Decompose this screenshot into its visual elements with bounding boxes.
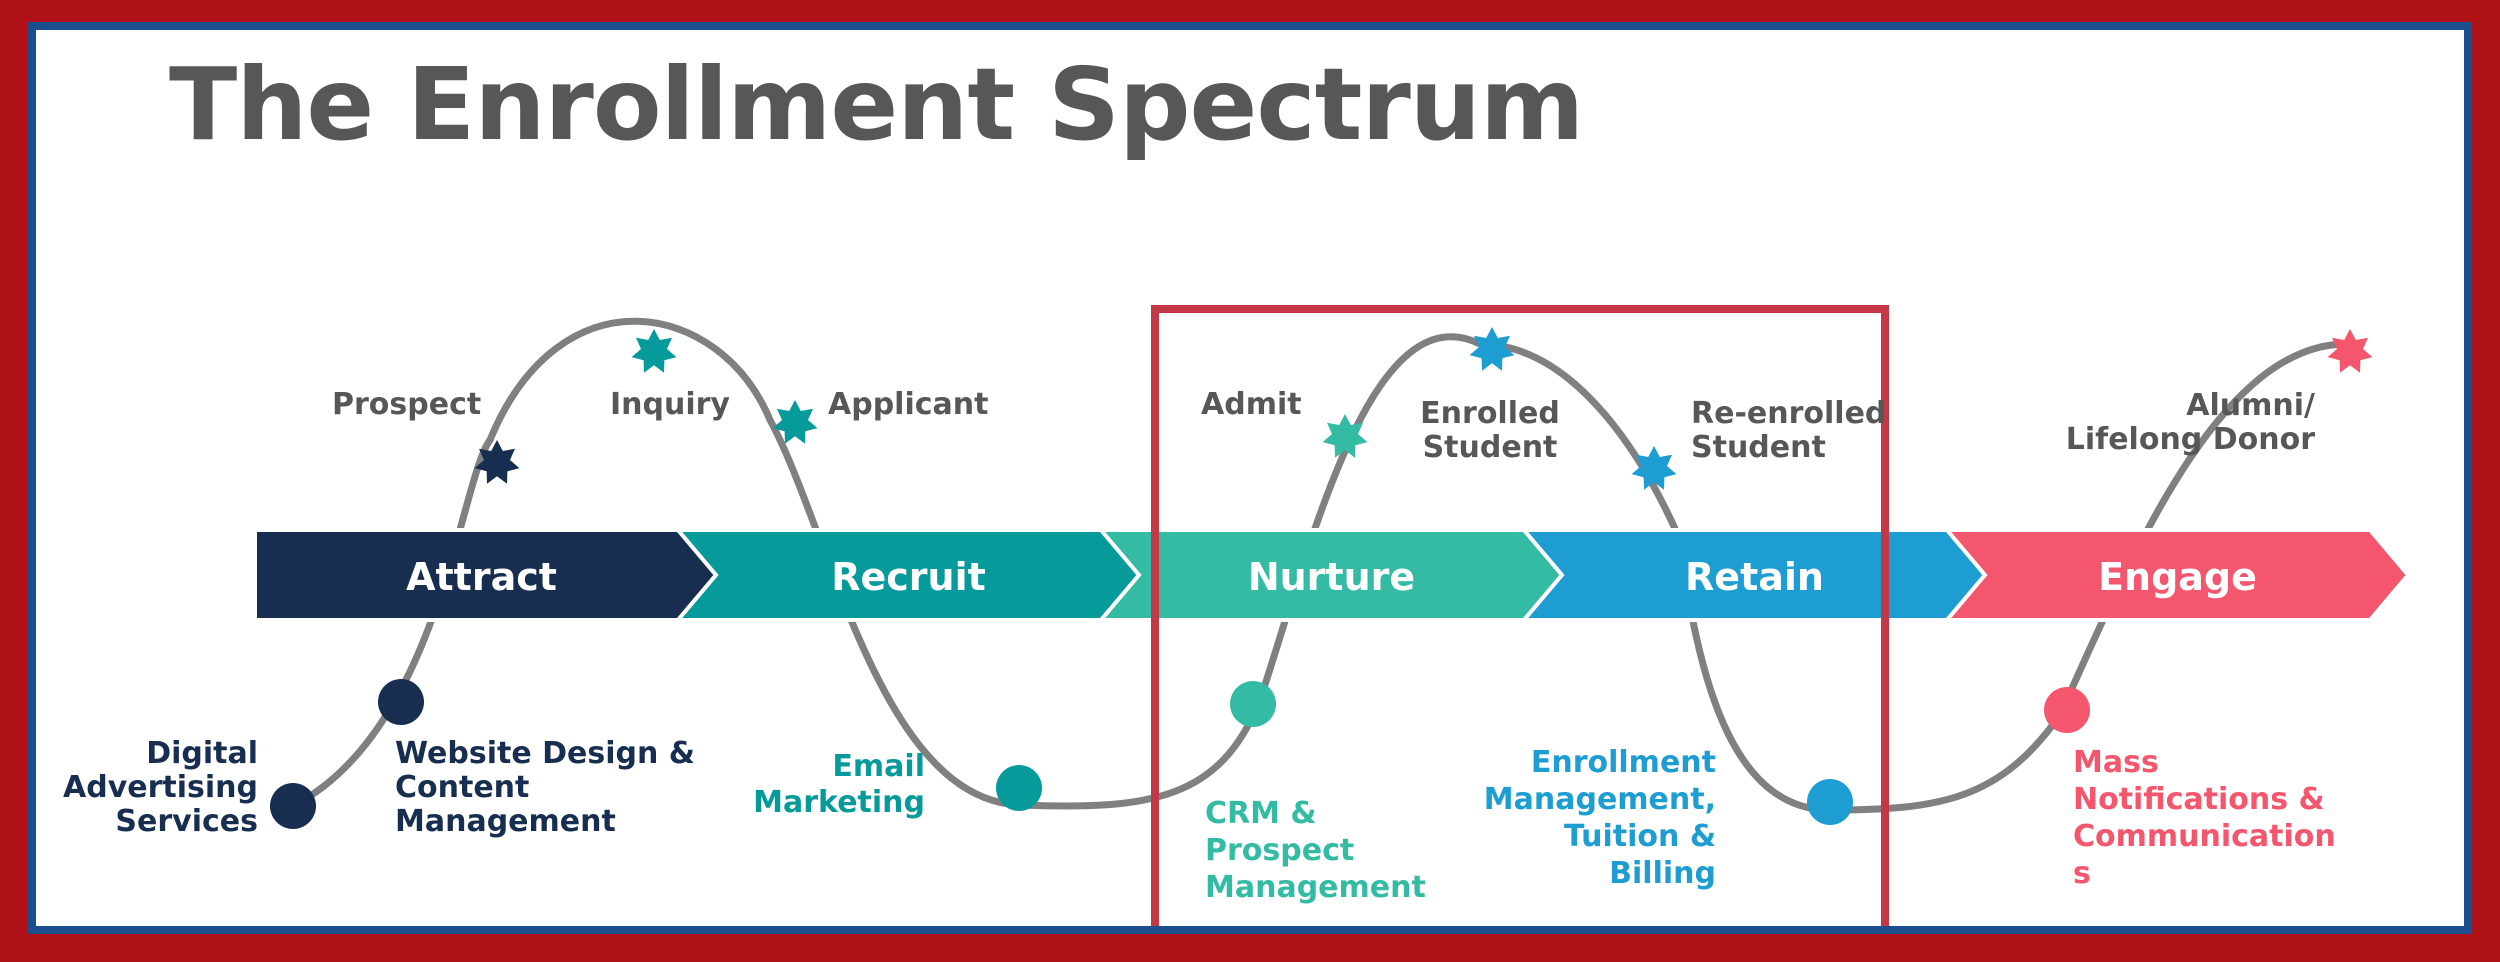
milestone-inquiry: Inquiry	[610, 387, 730, 422]
label-line: CRM &	[1205, 796, 1317, 831]
stage-retain-label: Retain	[1685, 555, 1824, 599]
stage-recruit-label: Recruit	[831, 555, 986, 599]
label-line: Student	[1691, 430, 1826, 465]
slide-border: The Enrollment Spectrum Attract Recruit Nu…	[28, 22, 2472, 934]
label-line: Management	[1205, 870, 1426, 905]
star-icon-alumni	[2327, 329, 2373, 373]
star-icon-prospect	[474, 440, 520, 484]
journey-curve	[289, 317, 2354, 814]
dot-icon-website	[378, 679, 424, 725]
stage-engage-label: Engage	[2098, 555, 2257, 599]
label-line: Content	[395, 770, 529, 805]
dot-icon-enrollment	[1807, 779, 1853, 825]
label-line: Tuition &	[1564, 819, 1716, 854]
star-icon-reenrolled	[1631, 446, 1677, 490]
milestone-alumni-donor: Alumni/Lifelong Donor	[2066, 388, 2315, 457]
star-icon-enrolled	[1469, 327, 1515, 371]
enrollment-diagram: Attract Recruit Nurture Retain Engage Prospe…	[63, 305, 2411, 926]
stage-nurture-label: Nurture	[1248, 555, 1415, 599]
dot-icon-crm	[1230, 681, 1276, 727]
label-line: Communication	[2073, 819, 2336, 854]
label-line: Alumni/	[2186, 388, 2315, 423]
highlight-box	[1151, 305, 1889, 926]
label-line: Admit	[1201, 387, 1302, 422]
star-icon-admit	[1322, 414, 1368, 458]
label-line: Advertising	[63, 770, 258, 805]
label-line: Mass	[2073, 745, 2159, 780]
stage-attract-label: Attract	[406, 555, 557, 599]
milestone-applicant: Applicant	[828, 387, 988, 422]
label-line: Digital	[146, 736, 258, 771]
label-line: Prospect	[1205, 833, 1354, 868]
label-line: Enrolled	[1420, 396, 1560, 431]
dot-icon-email	[996, 765, 1042, 811]
milestone-admit: Admit	[1201, 387, 1302, 422]
dot-icon-mass	[2044, 687, 2090, 733]
star-icon-inquiry	[631, 329, 677, 373]
label-line: Applicant	[828, 387, 988, 422]
label-line: Website Design &	[395, 736, 695, 771]
label-line: Marketing	[753, 785, 925, 820]
label-line: Student	[1423, 430, 1558, 465]
label-line: Billing	[1609, 856, 1716, 891]
label-line: Re-enrolled	[1691, 396, 1886, 431]
stage-engage-chevron	[1942, 528, 2411, 622]
label-line: Notifications &	[2073, 782, 2325, 817]
label-line: Lifelong Donor	[2066, 422, 2315, 457]
label-line: Management	[395, 804, 616, 839]
label-line: Services	[115, 804, 258, 839]
label-line: Prospect	[332, 387, 481, 422]
label-line: Email	[832, 749, 925, 784]
page-title: The Enrollment Spectrum	[169, 46, 1584, 163]
label-line: s	[2073, 856, 2091, 891]
slide-canvas: The Enrollment Spectrum Attract Recruit Nu…	[36, 30, 2464, 926]
milestone-prospect: Prospect	[332, 387, 481, 422]
label-line: Enrollment	[1531, 745, 1716, 780]
label-line: Inquiry	[610, 387, 730, 422]
star-icon-applicant	[772, 400, 818, 444]
label-line: Management,	[1484, 782, 1716, 817]
dot-icon-digital	[270, 783, 316, 829]
